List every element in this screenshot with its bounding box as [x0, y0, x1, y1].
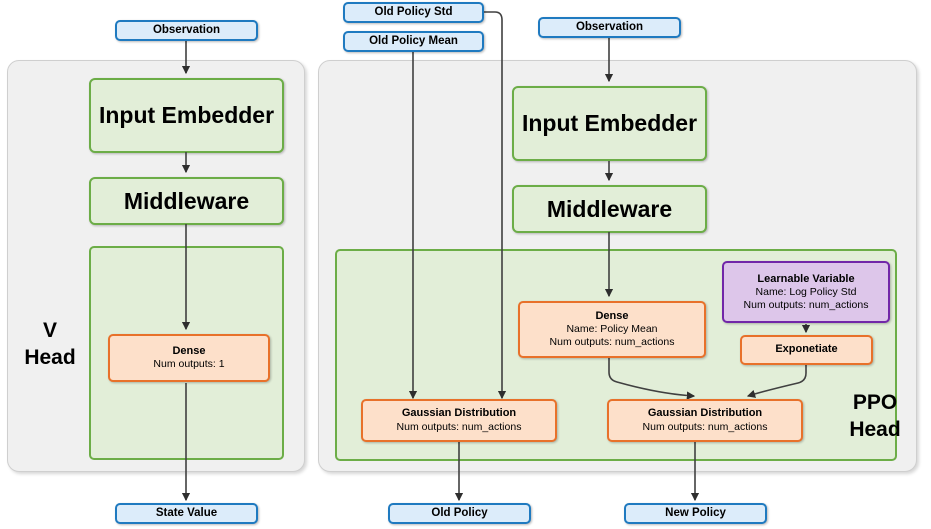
ppo-dense-policy-mean[interactable]: Dense Name: Policy Mean Num outputs: num…	[518, 301, 706, 358]
v-dense-line1: Num outputs: 1	[153, 358, 225, 371]
ppo-gaussian-old-header: Gaussian Distribution	[401, 407, 517, 420]
v-head-label-line2: Head	[24, 345, 76, 369]
input-observation-ppo-label: Observation	[575, 21, 644, 34]
output-state-value[interactable]: State Value	[115, 503, 258, 524]
ppo-learnable-variable[interactable]: Learnable Variable Name: Log Policy Std …	[722, 261, 890, 323]
output-state-value-label: State Value	[155, 507, 218, 520]
input-observation-ppo[interactable]: Observation	[538, 17, 681, 38]
ppo-learnable-variable-header: Learnable Variable	[757, 272, 855, 285]
input-old-policy-mean[interactable]: Old Policy Mean	[343, 31, 484, 52]
ppo-gaussian-new-line1: Num outputs: num_actions	[642, 420, 768, 433]
input-old-policy-std-label: Old Policy Std	[374, 6, 453, 19]
ppo-input-embedder-label: Input Embedder	[521, 110, 698, 137]
ppo-gaussian-old-line1: Num outputs: num_actions	[396, 420, 522, 433]
ppo-exponetiate[interactable]: Exponetiate	[740, 335, 873, 365]
ppo-gaussian-new-header: Gaussian Distribution	[647, 407, 763, 420]
input-old-policy-mean-label: Old Policy Mean	[369, 35, 458, 48]
v-middleware[interactable]: Middleware	[89, 177, 284, 225]
output-old-policy[interactable]: Old Policy	[388, 503, 531, 524]
ppo-input-embedder[interactable]: Input Embedder	[512, 86, 707, 161]
ppo-learnable-variable-line1: Name: Log Policy Std	[755, 285, 857, 298]
ppo-gaussian-distribution-old[interactable]: Gaussian Distribution Num outputs: num_a…	[361, 399, 557, 442]
ppo-head-label: PPO Head	[832, 390, 918, 444]
ppo-middleware-label: Middleware	[546, 195, 673, 222]
input-observation-v-label: Observation	[152, 24, 221, 37]
v-dense[interactable]: Dense Num outputs: 1	[108, 334, 270, 382]
ppo-dense-line2: Num outputs: num_actions	[549, 336, 675, 349]
ppo-gaussian-distribution-new[interactable]: Gaussian Distribution Num outputs: num_a…	[607, 399, 803, 442]
output-new-policy[interactable]: New Policy	[624, 503, 767, 524]
ppo-dense-header: Dense	[595, 310, 629, 322]
v-head-label-line1: V	[42, 319, 57, 342]
v-head-label: V Head	[12, 318, 88, 372]
ppo-learnable-variable-line2: Num outputs: num_actions	[743, 298, 869, 311]
v-input-embedder[interactable]: Input Embedder	[89, 78, 284, 153]
ppo-dense-line1: Name: Policy Mean	[566, 323, 658, 336]
v-dense-header: Dense	[172, 344, 206, 357]
v-input-embedder-label: Input Embedder	[98, 102, 275, 129]
ppo-middleware[interactable]: Middleware	[512, 185, 707, 233]
v-middleware-label: Middleware	[123, 187, 250, 214]
ppo-head-label-line2: Head	[849, 417, 901, 441]
output-new-policy-label: New Policy	[665, 507, 726, 520]
ppo-exponetiate-header: Exponetiate	[775, 343, 838, 356]
input-observation-v[interactable]: Observation	[115, 20, 258, 41]
ppo-head-label-line1: PPO	[852, 391, 898, 414]
output-old-policy-label: Old Policy	[431, 507, 488, 520]
input-old-policy-std[interactable]: Old Policy Std	[343, 2, 484, 23]
